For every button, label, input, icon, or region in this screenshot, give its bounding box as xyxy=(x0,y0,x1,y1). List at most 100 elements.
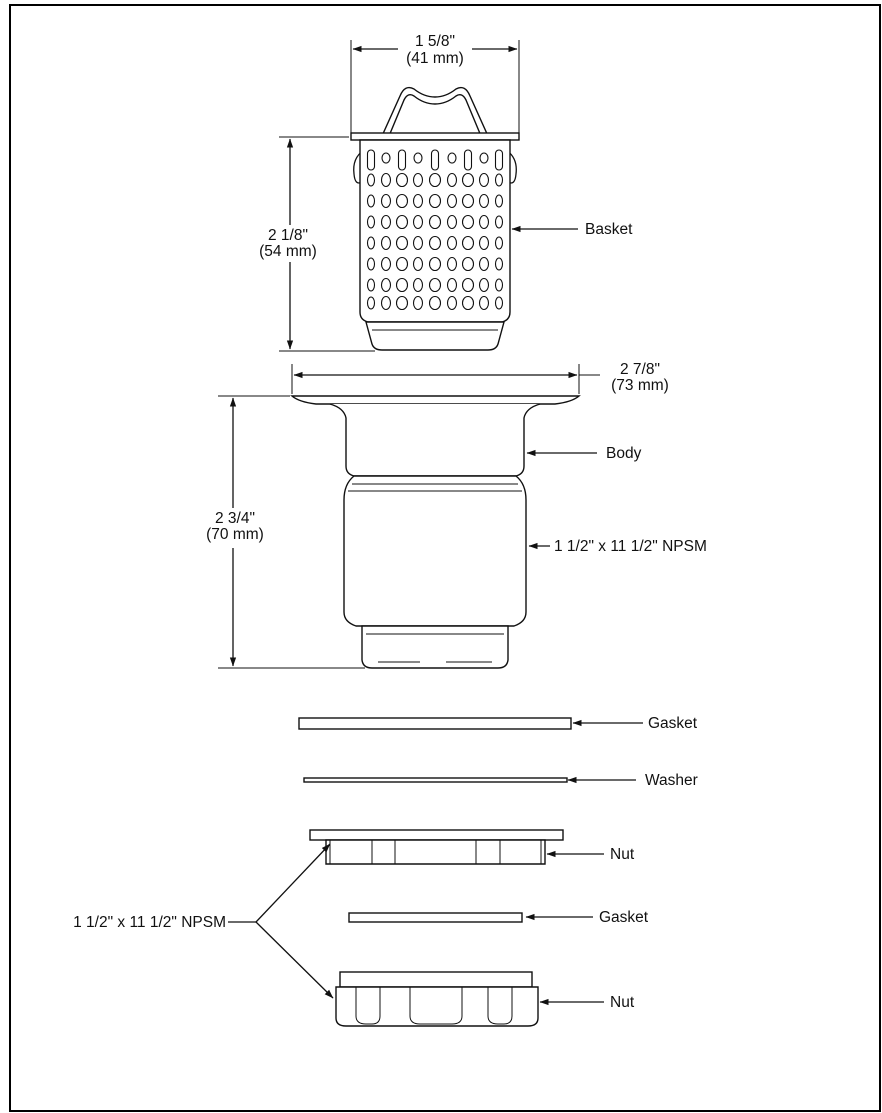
body-height-imperial: 2 3/4" xyxy=(215,510,255,527)
perforation xyxy=(461,193,475,209)
perforation xyxy=(412,172,424,188)
perforation xyxy=(478,277,490,293)
perforation xyxy=(380,214,392,230)
label-nut-thread: 1 1/2" x 11 1/2" NPSM xyxy=(73,914,226,931)
perforation xyxy=(366,149,376,171)
perforation xyxy=(412,214,424,230)
callout-gasket-top: Gasket xyxy=(572,715,698,732)
basket-width-imperial: 1 5/8" xyxy=(415,33,455,50)
perforation xyxy=(494,194,504,208)
perforation xyxy=(461,256,475,272)
perforation xyxy=(478,256,490,272)
drain-body xyxy=(290,395,581,669)
perforation xyxy=(446,235,458,251)
perforation xyxy=(366,215,376,229)
perforation xyxy=(412,256,424,272)
nut-top xyxy=(309,829,564,865)
perforation xyxy=(412,235,424,251)
perforation xyxy=(447,152,457,164)
perforation xyxy=(380,256,392,272)
perforation xyxy=(461,214,475,230)
perforation xyxy=(478,172,490,188)
perforation xyxy=(366,296,376,310)
perforation xyxy=(430,149,440,171)
label-body: Body xyxy=(606,445,642,462)
callout-nut-thread: 1 1/2" x 11 1/2" NPSM xyxy=(73,843,334,999)
perforation xyxy=(397,149,407,171)
perforation xyxy=(446,295,458,311)
gasket-bottom xyxy=(348,912,523,923)
nut-bottom xyxy=(335,971,539,1027)
perforation xyxy=(446,277,458,293)
label-gasket-bottom: Gasket xyxy=(599,909,649,926)
basket xyxy=(350,86,520,351)
perforation xyxy=(446,214,458,230)
label-gasket-top: Gasket xyxy=(648,715,698,732)
callout-body: Body xyxy=(526,445,642,462)
perforation xyxy=(395,295,409,311)
perforation xyxy=(395,256,409,272)
label-nut-bottom: Nut xyxy=(610,994,635,1011)
callout-basket: Basket xyxy=(511,221,633,238)
label-nut-top: Nut xyxy=(610,846,635,863)
perforation xyxy=(479,152,489,164)
perforation xyxy=(412,277,424,293)
label-body-thread: 1 1/2" x 11 1/2" NPSM xyxy=(554,538,707,555)
perforation xyxy=(366,194,376,208)
perforation xyxy=(446,172,458,188)
perforation xyxy=(478,295,490,311)
perforation xyxy=(428,193,442,209)
callout-nut-top: Nut xyxy=(546,846,635,863)
label-washer: Washer xyxy=(645,772,698,789)
callout-washer: Washer xyxy=(567,772,698,789)
perforation xyxy=(381,152,391,164)
body-height-metric: (70 mm) xyxy=(206,526,264,543)
basket-perforations xyxy=(366,149,504,311)
basket-height-metric: (54 mm) xyxy=(259,243,317,260)
perforation xyxy=(380,193,392,209)
perforation xyxy=(380,295,392,311)
perforation xyxy=(413,152,423,164)
basket-height-dimension: 2 1/8" (54 mm) xyxy=(259,136,375,352)
perforation xyxy=(461,235,475,251)
perforation xyxy=(494,215,504,229)
perforation xyxy=(428,295,442,311)
perforation xyxy=(395,214,409,230)
perforation xyxy=(446,256,458,272)
flange-width-metric: (73 mm) xyxy=(611,377,669,394)
perforation xyxy=(380,277,392,293)
perforation xyxy=(446,193,458,209)
label-basket: Basket xyxy=(585,221,633,238)
callout-body-thread: 1 1/2" x 11 1/2" NPSM xyxy=(528,538,707,555)
perforation xyxy=(478,193,490,209)
perforation xyxy=(461,172,475,188)
callout-nut-bottom: Nut xyxy=(539,994,635,1011)
perforation xyxy=(478,214,490,230)
gasket-top xyxy=(298,717,572,730)
perforation xyxy=(395,277,409,293)
perforation xyxy=(461,277,475,293)
perforation xyxy=(412,193,424,209)
washer xyxy=(303,777,568,783)
perforation xyxy=(366,173,376,187)
perforation xyxy=(494,149,504,171)
perforation xyxy=(366,278,376,292)
perforation xyxy=(395,193,409,209)
perforation xyxy=(412,295,424,311)
flange-width-dimension: 2 7/8" (73 mm) xyxy=(291,361,669,394)
perforation xyxy=(395,172,409,188)
perforation xyxy=(366,257,376,271)
perforation xyxy=(494,296,504,310)
perforation xyxy=(366,236,376,250)
perforation xyxy=(428,172,442,188)
perforation xyxy=(428,214,442,230)
perforation xyxy=(494,278,504,292)
perforation xyxy=(494,173,504,187)
basket-height-imperial: 2 1/8" xyxy=(268,227,308,244)
callout-gasket-bottom: Gasket xyxy=(525,909,649,926)
perforation xyxy=(395,235,409,251)
perforation xyxy=(478,235,490,251)
perforation xyxy=(463,149,473,171)
perforation xyxy=(380,172,392,188)
